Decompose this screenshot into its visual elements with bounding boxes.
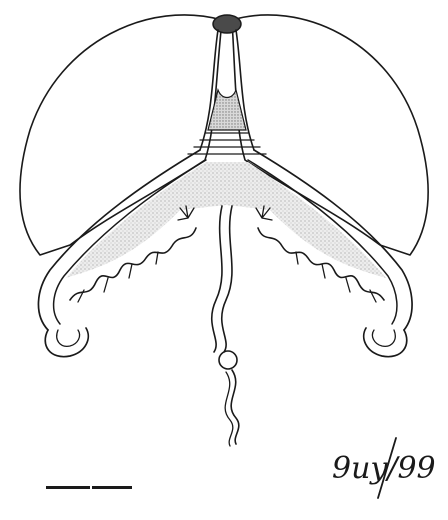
manubrium-right <box>222 206 232 352</box>
subumbrella-region <box>66 162 386 278</box>
right-rim-hook-inner <box>372 330 395 346</box>
right-lobe <box>232 15 428 255</box>
manubrium-loop <box>219 351 237 369</box>
manubrium-left <box>212 206 222 352</box>
stalk-base-fill <box>208 90 246 130</box>
left-rim-hook-inner <box>57 330 80 346</box>
right-rim-hook <box>364 328 407 357</box>
scale-bar <box>46 486 132 489</box>
left-rim-hook <box>45 328 88 357</box>
